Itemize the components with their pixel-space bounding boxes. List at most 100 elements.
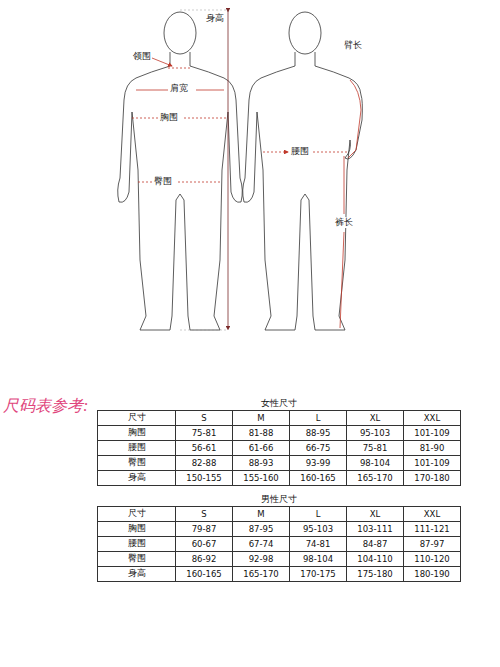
cell-text: L xyxy=(316,413,321,423)
measure-label: 臀围 xyxy=(153,176,173,187)
cell-text: 尺寸 xyxy=(128,412,146,424)
cell-text: XL xyxy=(370,413,381,423)
cell-text: 165-170 xyxy=(357,473,393,483)
table-cell: L xyxy=(289,506,347,522)
cell-text: XXL xyxy=(424,509,440,519)
table-cell: M xyxy=(232,506,290,522)
table-cell: S xyxy=(175,410,233,426)
cell-text: 74-81 xyxy=(306,539,331,549)
cell-text: 臀围 xyxy=(128,457,146,469)
cell-text: 88-93 xyxy=(249,458,274,468)
cell-text: 身高 xyxy=(128,568,146,580)
cell-text: 95-103 xyxy=(303,524,333,534)
cell-text: 84-87 xyxy=(363,539,388,549)
table-cell: 67-74 xyxy=(232,536,290,552)
table-cell: 81-90 xyxy=(403,440,461,456)
table-cell: 尺寸 xyxy=(97,410,176,426)
table-cell: 臀围 xyxy=(97,455,176,471)
cell-text: XXL xyxy=(424,413,440,423)
table-cell: 111-121 xyxy=(403,521,461,537)
table-cell: 臀围 xyxy=(97,551,176,567)
cell-text: 98-104 xyxy=(303,554,333,564)
table-cell: 95-103 xyxy=(289,521,347,537)
table-cell: 104-110 xyxy=(346,551,404,567)
cell-text: 160-165 xyxy=(186,569,222,579)
table-cell: 身高 xyxy=(97,470,176,486)
cell-text: 61-66 xyxy=(249,443,274,453)
cell-text: 75-81 xyxy=(363,443,388,453)
table-cell: 身高 xyxy=(97,566,176,582)
cell-text: 79-87 xyxy=(192,524,217,534)
cell-text: 103-111 xyxy=(357,524,393,534)
table-cell: 98-104 xyxy=(289,551,347,567)
cell-text: 腰围 xyxy=(128,442,146,454)
cell-text: 155-160 xyxy=(243,473,279,483)
table-cell: 腰围 xyxy=(97,536,176,552)
table-cell: S xyxy=(175,506,233,522)
table-cell: 160-165 xyxy=(289,470,347,486)
page-title: 尺码表参考: xyxy=(3,396,88,417)
table-cell: 61-66 xyxy=(232,440,290,456)
cell-text: 82-88 xyxy=(192,458,217,468)
cell-text: 175-180 xyxy=(357,569,393,579)
cell-text: 81-88 xyxy=(249,428,274,438)
table-cell: 92-98 xyxy=(232,551,290,567)
cell-text: 60-67 xyxy=(192,539,217,549)
table-cell: 155-160 xyxy=(232,470,290,486)
cell-text: 胸围 xyxy=(128,427,146,439)
table-cell: 95-103 xyxy=(346,425,404,441)
cell-text: 95-103 xyxy=(360,428,390,438)
table-cell: M xyxy=(232,410,290,426)
table-cell: 87-95 xyxy=(232,521,290,537)
measure-label: 肩宽 xyxy=(169,83,189,94)
cell-text: 104-110 xyxy=(357,554,393,564)
cell-text: 170-175 xyxy=(300,569,336,579)
table-cell: 93-99 xyxy=(289,455,347,471)
table-cell: 75-81 xyxy=(175,425,233,441)
cell-text: XL xyxy=(370,509,381,519)
table-cell: 86-92 xyxy=(175,551,233,567)
table-cell: 胸围 xyxy=(97,521,176,537)
cell-text: 身高 xyxy=(128,472,146,484)
cell-text: 66-75 xyxy=(306,443,331,453)
cell-text: 92-98 xyxy=(249,554,274,564)
table-cell: 150-155 xyxy=(175,470,233,486)
measure-label: 领围 xyxy=(132,51,152,62)
cell-text: M xyxy=(257,509,264,519)
cell-text: 75-81 xyxy=(192,428,217,438)
measure-label: 腰围 xyxy=(290,146,310,157)
cell-text: L xyxy=(316,509,321,519)
cell-text: 88-95 xyxy=(306,428,331,438)
table-cell: 103-111 xyxy=(346,521,404,537)
cell-text: M xyxy=(257,413,264,423)
cell-text: 尺寸 xyxy=(128,508,146,520)
cell-text: 81-90 xyxy=(420,443,445,453)
cell-text: 腰围 xyxy=(128,538,146,550)
table-cell: 75-81 xyxy=(346,440,404,456)
table-cell: 60-67 xyxy=(175,536,233,552)
cell-text: 165-170 xyxy=(243,569,279,579)
measure-label: 臂长 xyxy=(343,40,363,51)
table-cell: XL xyxy=(346,506,404,522)
table-cell: 180-190 xyxy=(403,566,461,582)
cell-text: 101-109 xyxy=(414,458,450,468)
cell-text: 56-61 xyxy=(192,443,217,453)
measure-label: 裤长 xyxy=(334,217,354,228)
cell-text: 87-95 xyxy=(249,524,274,534)
cell-text: 180-190 xyxy=(414,569,450,579)
table-cell: XL xyxy=(346,410,404,426)
table-cell: XXL xyxy=(403,410,461,426)
table-cell: 56-61 xyxy=(175,440,233,456)
table-cell: 腰围 xyxy=(97,440,176,456)
measure-label: 身高 xyxy=(205,13,225,24)
table-cell: 79-87 xyxy=(175,521,233,537)
table-cell: 84-87 xyxy=(346,536,404,552)
cell-text: 93-99 xyxy=(306,458,331,468)
table-cell: L xyxy=(289,410,347,426)
table-cell: 165-170 xyxy=(232,566,290,582)
table-cell: 82-88 xyxy=(175,455,233,471)
cell-text: 150-155 xyxy=(186,473,222,483)
measure-label: 胸围 xyxy=(159,112,179,123)
table-cell: 胸围 xyxy=(97,425,176,441)
table-cell: 74-81 xyxy=(289,536,347,552)
